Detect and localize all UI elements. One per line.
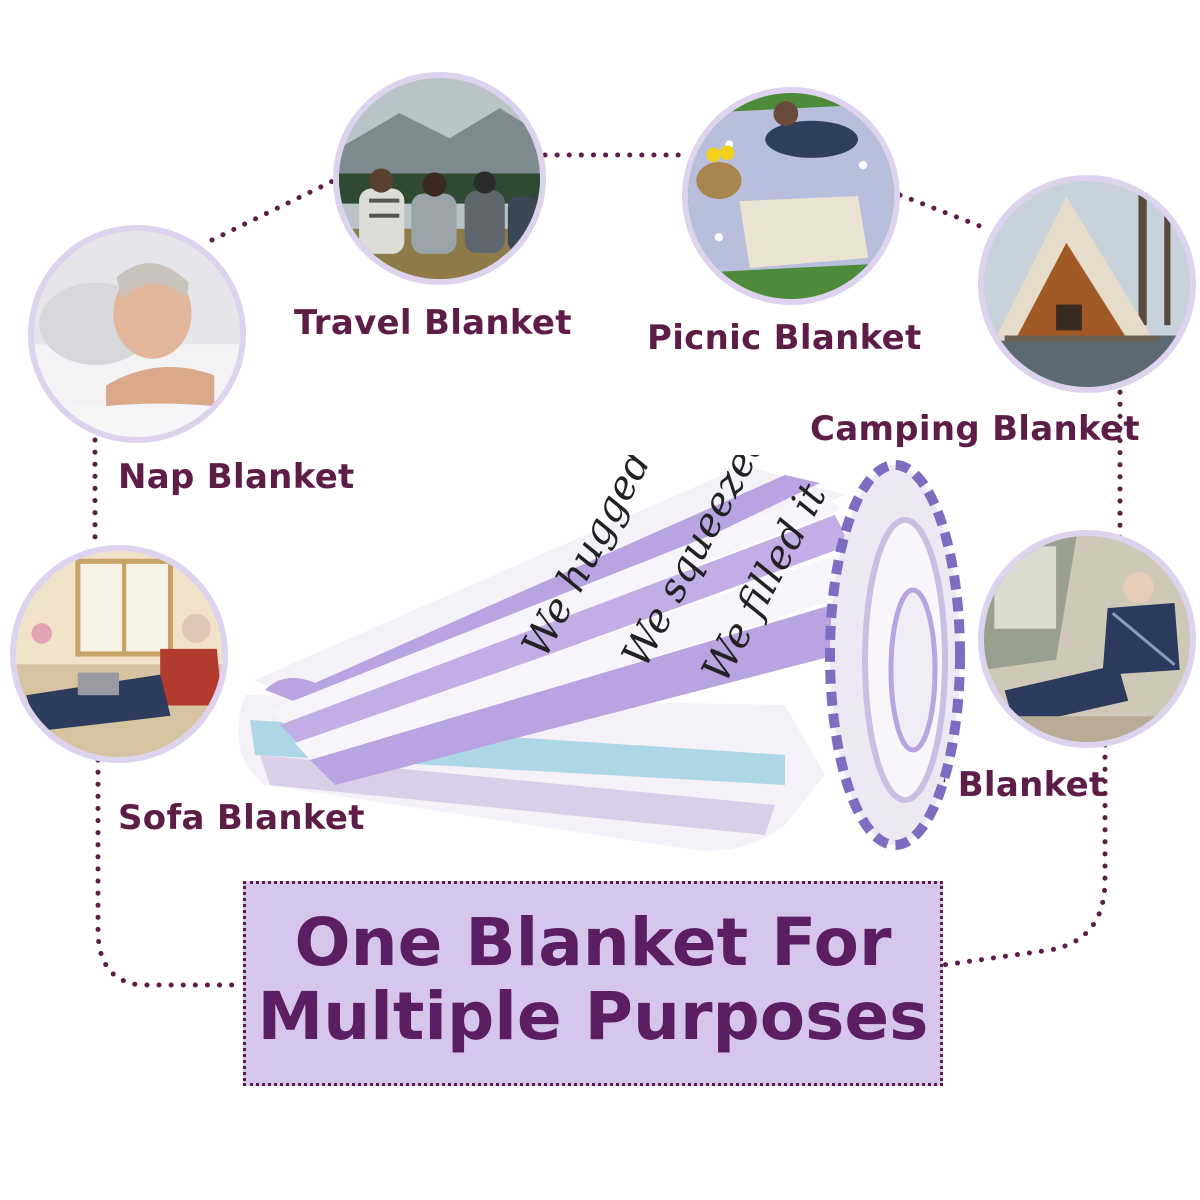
nap-blanket-label: Nap Blanket: [118, 457, 355, 497]
sofa-photo-icon: [16, 551, 222, 757]
banner-line-2: Multiple Purposes: [257, 978, 929, 1055]
picnic-photo-circle: [682, 87, 900, 305]
car-photo-circle: [978, 530, 1196, 748]
car-passenger-photo-icon: [984, 536, 1190, 742]
tent-photo-icon: [984, 181, 1190, 387]
travel-blanket-label: Travel Blanket: [294, 303, 572, 343]
picnic-photo-icon: [688, 93, 894, 299]
camping-blanket-label: Camping Blanket: [810, 409, 1140, 449]
nap-photo-circle: [28, 225, 246, 443]
folded-blanket-image: We hugged We squeezed We filled it: [238, 455, 965, 851]
travel-photo-circle: [333, 72, 546, 285]
camping-photo-circle: [978, 175, 1196, 393]
group-outdoors-photo-icon: [339, 78, 540, 279]
sofa-blanket-label: Sofa Blanket: [118, 798, 365, 838]
banner-line-1: One Blanket For: [294, 904, 892, 981]
purpose-banner: One Blanket For Multiple Purposes: [243, 881, 943, 1086]
sofa-photo-circle: [10, 545, 228, 763]
sleeping-woman-photo-icon: [34, 231, 240, 437]
picnic-blanket-label: Picnic Blanket: [647, 318, 922, 358]
